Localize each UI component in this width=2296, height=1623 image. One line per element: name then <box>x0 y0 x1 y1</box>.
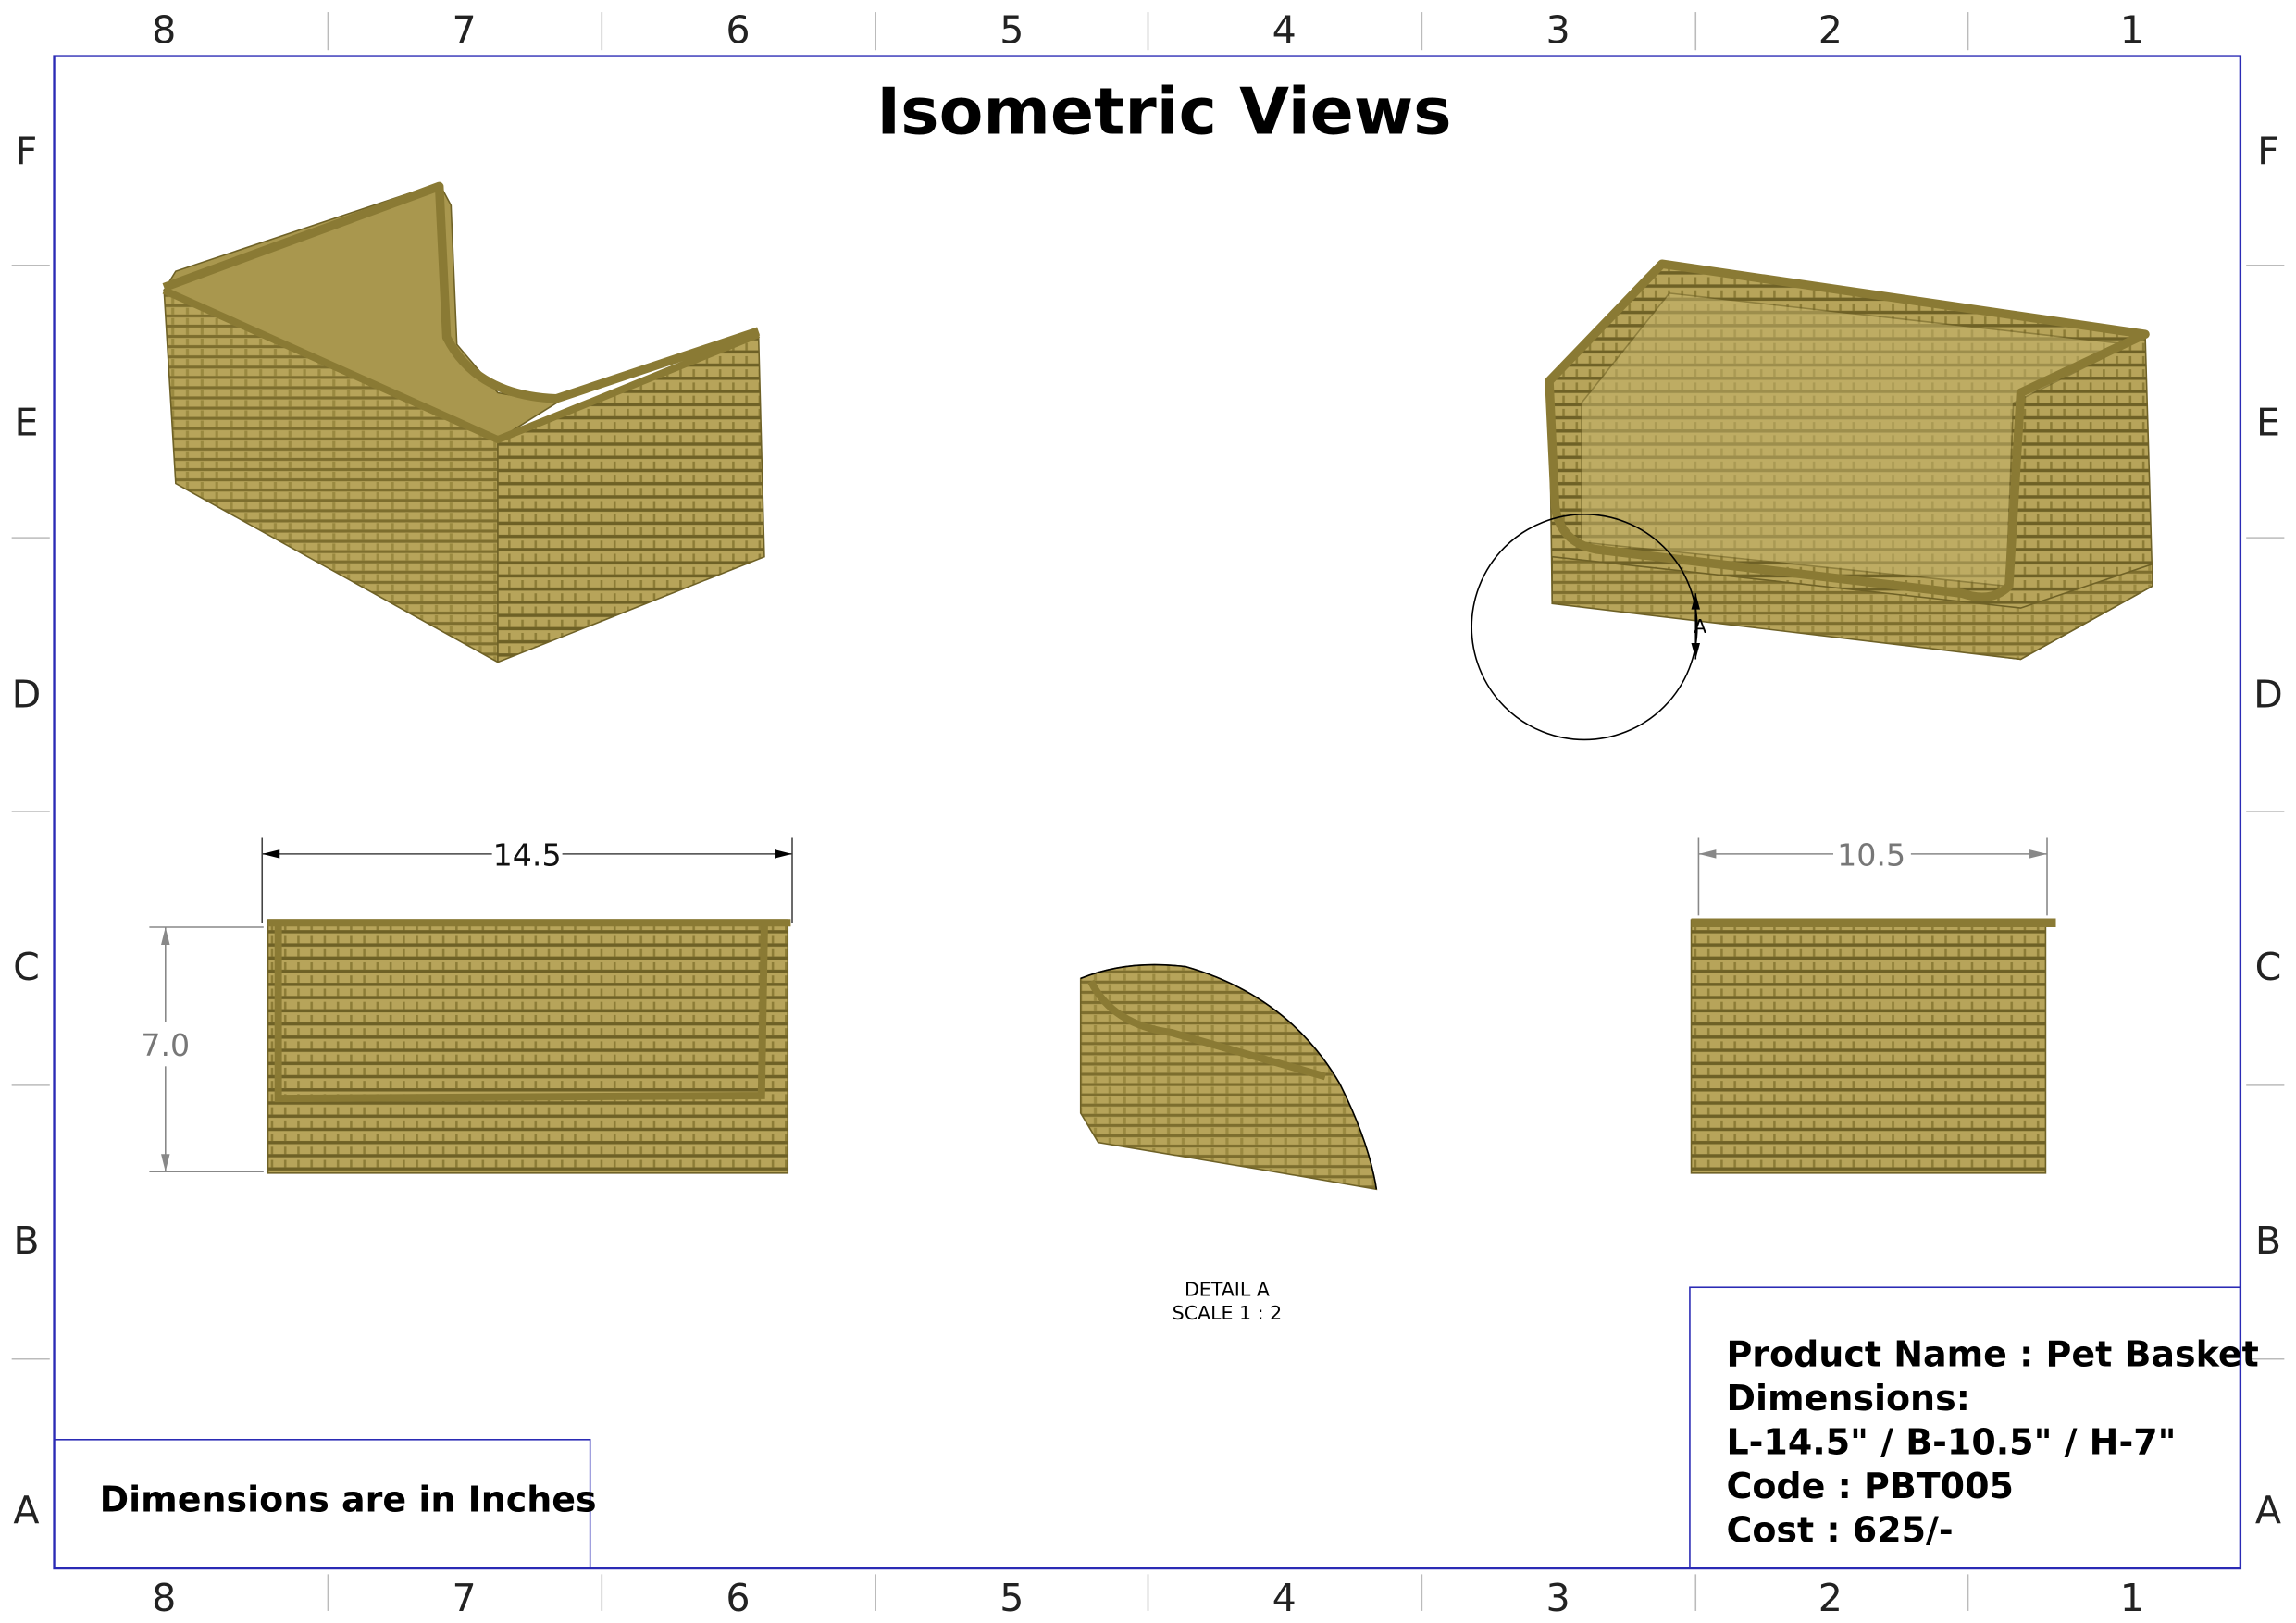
length-dimension <box>261 837 793 923</box>
detail-label: DETAIL A <box>1185 1279 1270 1301</box>
row-label: E <box>14 400 38 444</box>
row-label: B <box>13 1219 39 1263</box>
product-code: Code : PBT005 <box>1726 1466 2013 1506</box>
detail-callout-label: A <box>1694 615 1706 638</box>
column-label: 7 <box>452 1576 476 1620</box>
column-label: 1 <box>2120 1576 2144 1620</box>
column-label: 6 <box>726 1576 750 1620</box>
column-label: 3 <box>1545 7 1570 52</box>
height-dimension-value: 7.0 <box>141 1027 190 1063</box>
side-view <box>1690 918 2056 1174</box>
detail-view-a <box>1079 963 1378 1191</box>
height-dimension <box>149 926 264 1173</box>
detail-scale: SCALE 1 : 2 <box>1173 1302 1283 1324</box>
column-label: 2 <box>1818 1576 1843 1620</box>
row-label: A <box>13 1488 39 1532</box>
dimensions-label: Dimensions: <box>1726 1378 1969 1419</box>
row-labels-right: F E D C B A <box>2253 130 2283 1532</box>
units-note: Dimensions are in Inches <box>100 1479 597 1519</box>
row-label: B <box>2255 1219 2281 1263</box>
length-dimension-value: 14.5 <box>493 837 562 873</box>
column-label: 3 <box>1545 1576 1570 1620</box>
column-label: 4 <box>1272 1576 1297 1620</box>
product-cost: Cost : 625/- <box>1726 1510 1953 1551</box>
row-label: C <box>13 945 40 989</box>
dimensions-value: L-14.5" / B-10.5" / H-7" <box>1726 1422 2176 1463</box>
column-labels-top: 8 7 6 5 4 3 2 1 <box>152 7 2144 52</box>
column-label: 5 <box>999 7 1024 52</box>
row-label: A <box>2255 1488 2281 1532</box>
sheet-border <box>53 55 2242 1570</box>
column-label: 2 <box>1818 7 1843 52</box>
column-label: 6 <box>726 7 750 52</box>
product-name: Product Name : Pet Basket <box>1726 1334 2258 1375</box>
row-label: D <box>12 673 42 717</box>
zone-dividers <box>11 12 2285 1611</box>
units-note-box <box>53 1439 591 1569</box>
isometric-view-left <box>162 181 765 663</box>
column-label: 8 <box>152 7 176 52</box>
row-labels-left: F E D C B A <box>12 130 42 1532</box>
title-block <box>1689 1286 2241 1569</box>
column-label: 4 <box>1272 7 1297 52</box>
front-view <box>267 919 791 1174</box>
row-label: D <box>2253 673 2283 717</box>
row-label: F <box>16 130 38 174</box>
isometric-view-right <box>1545 259 2153 661</box>
page-title: Isometric Views <box>876 74 1451 149</box>
row-label: C <box>2255 945 2282 989</box>
breadth-dimension <box>1697 837 2048 916</box>
detail-callout-a: A <box>1471 514 1706 741</box>
column-label: 1 <box>2120 7 2144 52</box>
column-labels-bottom: 8 7 6 5 4 3 2 1 <box>152 1576 2144 1620</box>
column-label: 5 <box>999 1576 1024 1620</box>
column-label: 8 <box>152 1576 176 1620</box>
row-label: F <box>2257 130 2279 174</box>
column-label: 7 <box>452 7 476 52</box>
row-label: E <box>2256 400 2280 444</box>
breadth-dimension-value: 10.5 <box>1837 837 1905 873</box>
